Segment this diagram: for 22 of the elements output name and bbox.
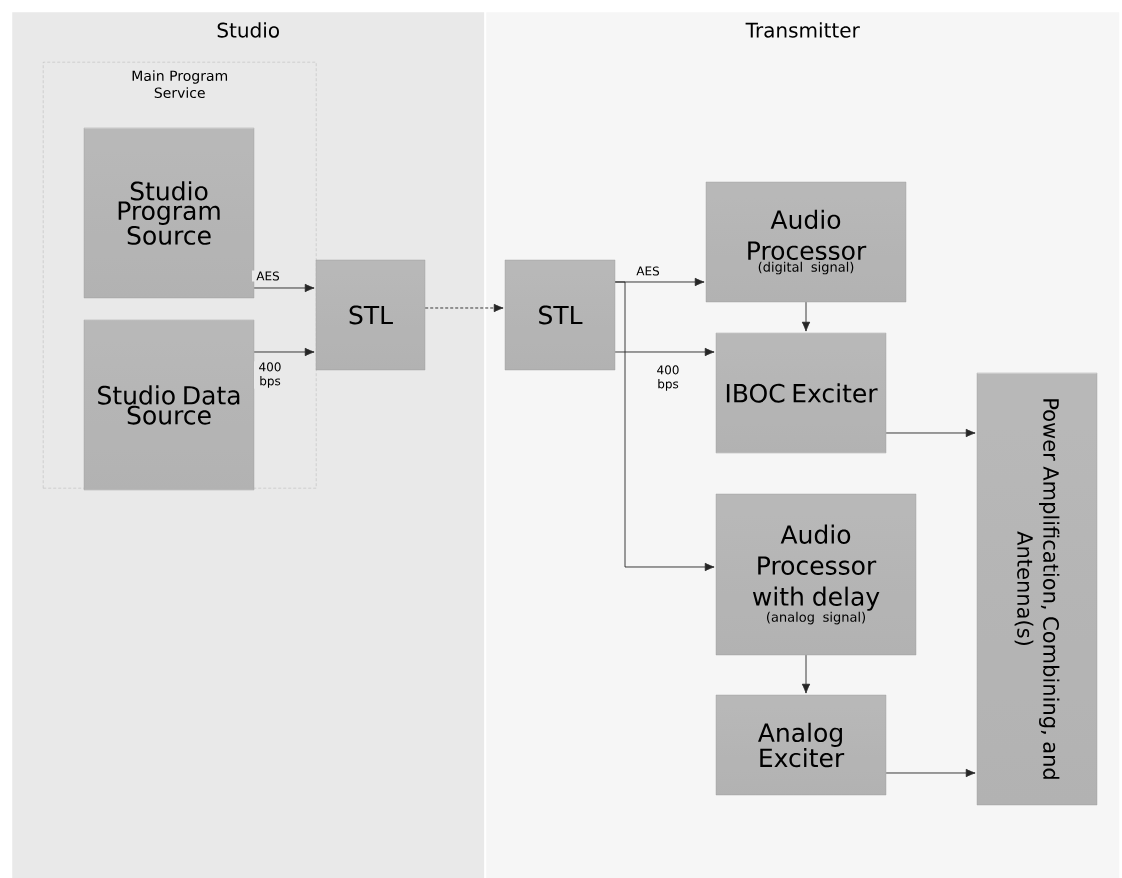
arrow bbox=[801, 654, 811, 694]
arrow bbox=[801, 301, 811, 332]
process-box: Power Amplification, Combining, and Antenna(s) bbox=[976, 372, 1098, 806]
process-box: Analog Exciter bbox=[715, 694, 887, 796]
arrow bbox=[614, 347, 715, 357]
arrow bbox=[614, 281, 715, 572]
process-box: IBOC Exciter bbox=[715, 332, 887, 454]
arrow bbox=[885, 768, 976, 778]
edge-label: AES bbox=[632, 265, 664, 277]
process-box: STL bbox=[315, 259, 426, 371]
process-box: Studio Data Source bbox=[83, 319, 255, 491]
arrow bbox=[424, 303, 504, 313]
process-box: Audio Processor with delay (analog signal) bbox=[715, 493, 917, 656]
edge-label: AES bbox=[252, 270, 284, 282]
arrow bbox=[885, 428, 976, 438]
process-box: Studio Program Source bbox=[83, 127, 255, 299]
process-box: STL bbox=[504, 259, 616, 371]
edge-label: 400 bps bbox=[254, 361, 286, 389]
arrow bbox=[253, 347, 315, 357]
process-box: Audio Processor (digital signal) bbox=[705, 181, 907, 303]
arrow bbox=[253, 283, 315, 293]
edge-label: 400 bps bbox=[652, 364, 684, 392]
